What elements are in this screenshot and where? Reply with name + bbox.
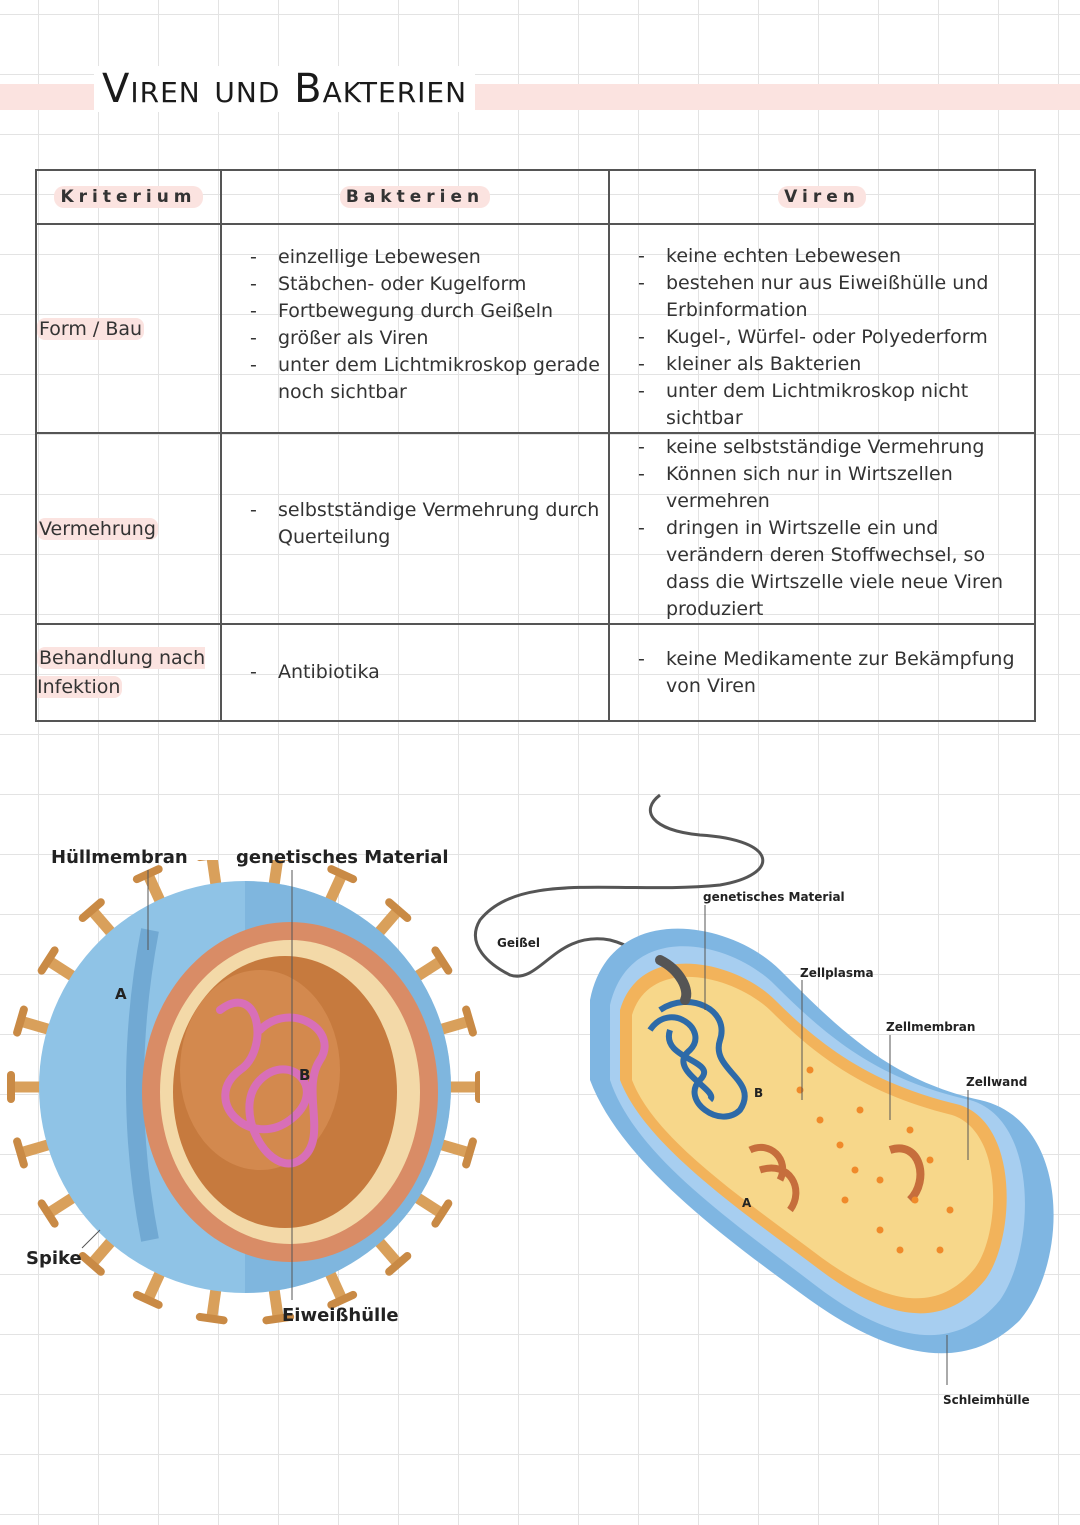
label-zellwand: Zellwand: [966, 1075, 1028, 1089]
label-geissel: Geißel: [497, 936, 540, 950]
spike-cap: [13, 1005, 28, 1037]
list-item: bestehen nur aus Eiweißhülle und Erbinfo…: [630, 270, 1034, 324]
ribosome-dot: [936, 1246, 944, 1254]
list-item: Kugel-, Würfel- oder Polyederform: [630, 324, 1034, 351]
ribosome-dot: [836, 1141, 844, 1149]
table-header-row: Kriterium Bakterien Viren: [35, 169, 1036, 225]
ribosome-dot: [946, 1206, 954, 1214]
spike-cap: [195, 1312, 228, 1325]
label-b: B: [299, 1066, 311, 1084]
spike-cap: [37, 1199, 59, 1228]
spike-cap: [132, 1290, 163, 1309]
spike-cap: [37, 946, 59, 975]
list-item: Stäbchen- oder Kugelform: [242, 271, 608, 298]
spike-cap: [385, 1251, 412, 1276]
label-a-bact: A: [742, 1196, 752, 1210]
flagellum: [473, 793, 765, 997]
spike-cap: [327, 1290, 358, 1309]
list-item: Antibiotika: [242, 659, 608, 686]
table-row: Behandlung nach Infektion Antibiotika ke…: [35, 623, 1036, 722]
spike-cap: [13, 1137, 28, 1169]
label-a: A: [115, 985, 127, 1003]
criterion-cell: Behandlung nach Infektion: [35, 623, 222, 722]
list-item: Können sich nur in Wirtszellen vermehren: [630, 461, 1034, 515]
spike-cap: [78, 1251, 105, 1276]
list-item: dringen in Wirtszelle ein und verändern …: [630, 515, 1034, 623]
bacterium-illustration: [473, 793, 1054, 1385]
label-genetisches-material-bact: genetisches Material: [703, 890, 845, 904]
bakterien-cell: einzellige Lebewesen Stäbchen- oder Kuge…: [220, 223, 610, 434]
spike-cap: [462, 1005, 477, 1037]
label-spike: Spike: [26, 1248, 82, 1269]
list-item: einzellige Lebewesen: [242, 244, 608, 271]
ribosome-dot: [906, 1126, 914, 1134]
label-huellmembran: Hüllmembran: [51, 847, 188, 868]
table-row: Vermehrung selbstständige Vermehrung dur…: [35, 432, 1036, 625]
ribosome-dot: [841, 1196, 849, 1204]
viren-cell: keine Medikamente zur Bekämpfung von Vir…: [608, 623, 1036, 722]
list-item: Fortbewegung durch Geißeln: [242, 298, 608, 325]
label-schleimhuelle: Schleimhülle: [943, 1393, 1030, 1407]
header-bakterien: Bakterien: [220, 169, 610, 225]
bacterial-dna: [658, 998, 748, 1120]
viren-cell: keine selbstständige Vermehrung Können s…: [608, 432, 1036, 625]
spike-cap: [385, 898, 412, 923]
ribosome-dot: [856, 1106, 864, 1114]
ribosome-dot: [926, 1156, 934, 1164]
criterion-cell: Form / Bau: [35, 223, 222, 434]
ribosome-dot: [876, 1176, 884, 1184]
header-kriterium: Kriterium: [35, 169, 222, 225]
list-item: kleiner als Bakterien: [630, 351, 1034, 378]
ribosome-dot: [851, 1166, 859, 1174]
list-item: unter dem Lichtmikroskop nicht sichtbar: [630, 378, 1034, 432]
spike-cap: [431, 1199, 453, 1228]
ribosome-dot: [896, 1246, 904, 1254]
ribosome-dot: [816, 1116, 824, 1124]
spike-cap: [431, 946, 453, 975]
list-item: keine echten Lebewesen: [630, 243, 1034, 270]
list-item: keine selbstständige Vermehrung: [630, 434, 1034, 461]
list-item: unter dem Lichtmikroskop gerade noch sic…: [242, 352, 608, 406]
comparison-table: Kriterium Bakterien Viren Form / Bau ein…: [35, 169, 1036, 722]
label-eiweisshuelle: Eiweißhülle: [282, 1305, 399, 1326]
spike-cap: [78, 898, 105, 923]
label-genetisches-material: genetisches Material: [236, 847, 449, 868]
list-item: keine Medikamente zur Bekämpfung von Vir…: [630, 646, 1034, 700]
spike-cap: [262, 1312, 295, 1325]
ribosome-dot: [876, 1226, 884, 1234]
page-title: Viren und Bakterien: [94, 66, 476, 112]
criterion-cell: Vermehrung: [35, 432, 222, 625]
bakterien-cell: Antibiotika: [220, 623, 610, 722]
label-zellmembran: Zellmembran: [886, 1020, 976, 1034]
label-b-bact: B: [754, 1086, 764, 1100]
ribosomes: [796, 1066, 954, 1254]
header-viren: Viren: [608, 169, 1036, 225]
list-item: selbstständige Vermehrung durch Querteil…: [242, 497, 608, 551]
spike-cap: [327, 865, 358, 884]
rna-strand: [216, 998, 329, 1168]
ribosome-dot: [806, 1066, 814, 1074]
table-row: Form / Bau einzellige Lebewesen Stäbchen…: [35, 223, 1036, 434]
ribosome-dot: [911, 1196, 919, 1204]
list-item: größer als Viren: [242, 325, 608, 352]
virus-illustration: [7, 860, 480, 1325]
viren-cell: keine echten Lebewesen bestehen nur aus …: [608, 223, 1036, 434]
spike-cap: [462, 1137, 477, 1169]
bakterien-cell: selbstständige Vermehrung durch Querteil…: [220, 432, 610, 625]
label-zellplasma: Zellplasma: [800, 966, 874, 980]
